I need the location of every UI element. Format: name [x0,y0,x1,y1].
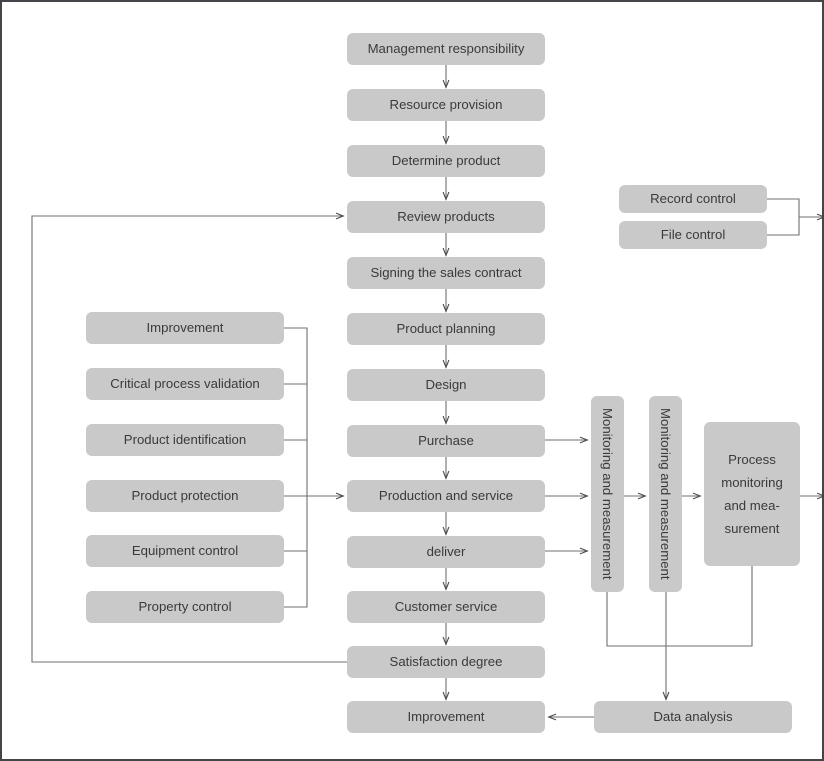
node-label: File control [660,227,726,243]
node-label: Record control [650,191,736,207]
node-label: Data analysis [653,709,733,725]
node-customer-service[interactable]: Customer service [347,591,545,623]
node-label: Management responsibility [367,41,525,57]
node-management-responsibility[interactable]: Management responsibility [347,33,545,65]
node-label-line-1: Process [728,451,776,467]
node-label-line-4: surement [724,521,780,537]
node-purchase[interactable]: Purchase [347,425,545,457]
node-data-analysis[interactable]: Data analysis [594,701,792,733]
line-file-control-join [767,217,800,236]
node-signing-the-sales-contract[interactable]: Signing the sales contract [347,257,545,289]
node-product-identification[interactable]: Product identification [86,424,284,456]
node-resource-provision[interactable]: Resource provision [347,89,545,121]
node-label-line-3: and mea- [724,498,780,513]
node-record-control[interactable]: Record control [619,185,767,213]
node-file-control[interactable]: File control [619,221,767,249]
node-product-protection[interactable]: Product protection [86,480,284,512]
node-label: Design [425,377,467,393]
node-label-line-2: monitoring [721,474,783,490]
node-label: Monitoring and measurement [600,408,616,580]
node-label: Purchase [418,433,474,449]
node-review-products[interactable]: Review products [347,201,545,233]
bus-property-control [284,496,308,608]
node-process-monitoring-and-measurement[interactable]: Process monitoring and mea- surement [704,422,800,566]
node-label: Resource provision [389,97,503,113]
node-monitoring-and-measurement-2[interactable]: Monitoring and measurement [649,396,682,592]
line-record-control-join [767,198,800,217]
node-label: Product protection [131,488,239,504]
node-property-control[interactable]: Property control [86,591,284,623]
node-production-and-service[interactable]: Production and service [347,480,545,512]
node-label: Critical process validation [110,376,260,392]
node-label: Production and service [378,488,514,504]
node-label: Determine product [391,153,501,169]
node-label: Equipment control [131,543,239,559]
node-deliver[interactable]: deliver [347,536,545,568]
node-improvement-left[interactable]: Improvement [86,312,284,344]
node-design[interactable]: Design [347,369,545,401]
node-label: Product identification [123,432,247,448]
node-critical-process-validation[interactable]: Critical process validation [86,368,284,400]
node-label: Property control [138,599,232,615]
node-label: Review products [397,209,495,225]
node-label: Signing the sales contract [370,265,522,281]
node-label: Product planning [396,321,496,337]
node-label: Customer service [394,599,498,615]
node-determine-product[interactable]: Determine product [347,145,545,177]
node-product-planning[interactable]: Product planning [347,313,545,345]
node-monitoring-and-measurement-1[interactable]: Monitoring and measurement [591,396,624,592]
node-satisfaction-degree[interactable]: Satisfaction degree [347,646,545,678]
node-improvement-bottom[interactable]: Improvement [347,701,545,733]
node-label: Improvement [407,709,485,725]
node-label: Improvement [146,320,224,336]
node-label: Satisfaction degree [389,654,503,670]
node-equipment-control[interactable]: Equipment control [86,535,284,567]
bus-improvement-left [284,327,308,496]
node-label: Monitoring and measurement [658,408,674,580]
node-label: deliver [426,544,466,560]
